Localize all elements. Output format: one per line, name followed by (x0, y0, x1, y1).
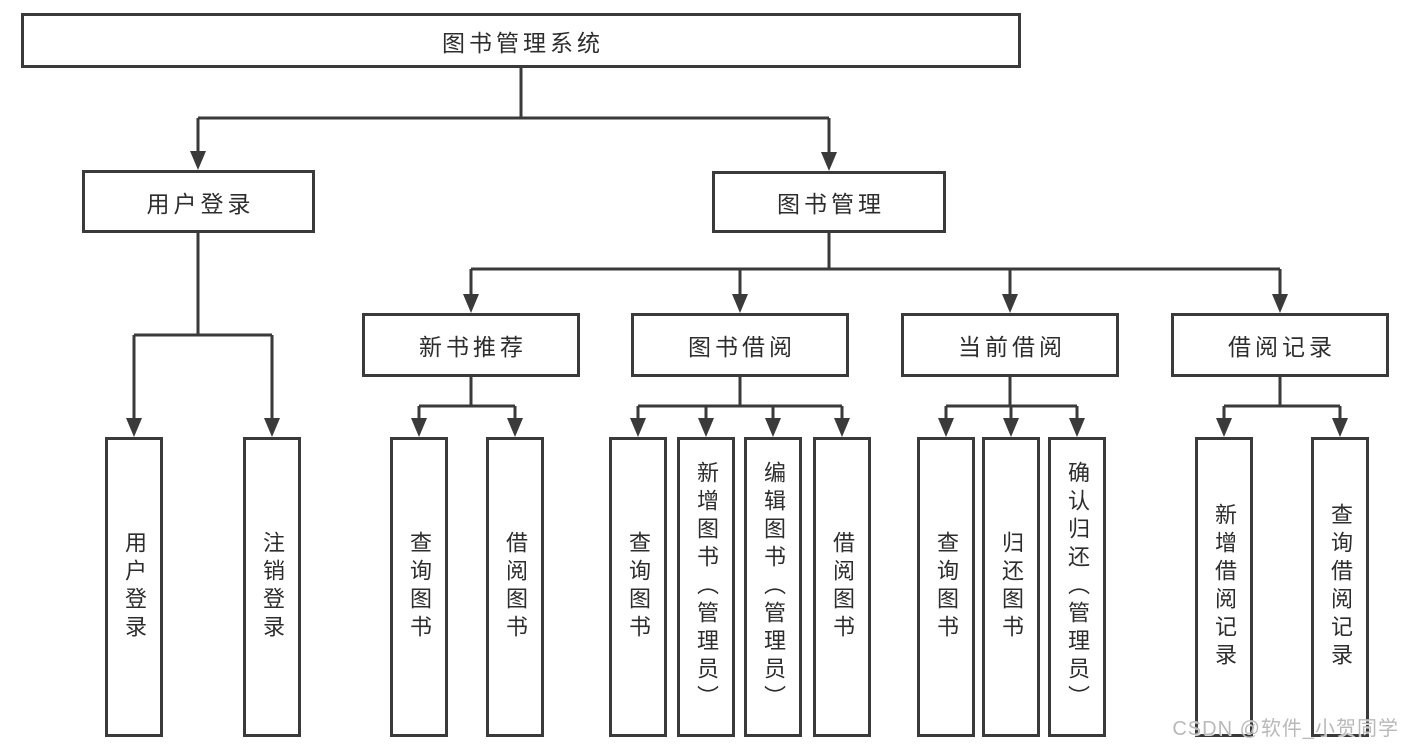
arrow-leaf-current-1 (938, 418, 954, 437)
connector-recommend-to-leaves (417, 377, 517, 425)
arrowheads (126, 151, 1348, 437)
arrow-leaf-borrow-4 (834, 418, 850, 437)
csdn-watermark: CSDN @软件_小贺同学 (1172, 718, 1399, 740)
arrow-user-login (190, 151, 206, 170)
arrow-leaf-current-2 (1003, 418, 1019, 437)
leaf-query-borrow-record: 查询借阅记录 (1311, 437, 1369, 737)
arrow-leaf-borrow-2 (698, 418, 714, 437)
leaf-user-login-label: 用户登录 (122, 531, 147, 643)
node-user-login-label: 用户登录 (146, 190, 255, 217)
leaf-add-borrow-record: 新增借阅记录 (1195, 437, 1253, 737)
leaf-recommend-query-books: 查询图书 (390, 437, 448, 737)
arrow-book-mgmt (821, 152, 837, 171)
node-book-borrow: 图书借阅 (631, 313, 849, 377)
leaf-borrow-query-books: 查询图书 (609, 437, 667, 737)
arrow-leaf-records-2 (1332, 418, 1348, 437)
arrow-leaf-borrow-3 (765, 418, 781, 437)
leaf-edit-book-admin-label: 编辑图书（管理员） (761, 461, 786, 713)
leaf-add-borrow-record-label: 新增借阅记录 (1212, 503, 1237, 671)
connector-root-to-level1 (196, 66, 831, 159)
arrow-leaf-login-1 (126, 418, 142, 437)
arrow-leaf-current-3 (1069, 418, 1085, 437)
leaf-borrow-books: 借阅图书 (813, 437, 871, 737)
connector-records-to-leaves (1222, 377, 1342, 425)
leaf-recommend-borrow-books: 借阅图书 (486, 437, 544, 737)
leaf-current-query-books-label: 查询图书 (934, 531, 959, 643)
node-book-mgmt: 图书管理 (712, 171, 946, 233)
leaf-add-book-admin-label: 新增图书（管理员） (694, 461, 719, 713)
leaf-current-query-books: 查询图书 (917, 437, 975, 737)
arrow-leaf-recommend-1 (411, 418, 427, 437)
node-borrow-records-label: 借阅记录 (1228, 334, 1336, 360)
arrow-leaf-borrow-1 (630, 418, 646, 437)
leaf-user-login: 用户登录 (105, 437, 163, 737)
arrow-borrow-records (1272, 294, 1288, 313)
node-root: 图书管理系统 (21, 13, 1021, 68)
node-root-label: 图书管理系统 (442, 29, 604, 56)
leaf-return-book: 归还图书 (982, 437, 1040, 737)
connector-borrow-to-leaves (636, 377, 844, 425)
node-borrow-records: 借阅记录 (1171, 313, 1389, 377)
leaf-edit-book-admin: 编辑图书（管理员） (744, 437, 802, 737)
leaf-query-borrow-record-label: 查询借阅记录 (1328, 503, 1353, 671)
node-current-borrow-label: 当前借阅 (958, 334, 1066, 360)
node-new-book-label: 新书推荐 (419, 334, 527, 360)
arrow-new-book (463, 294, 479, 313)
arrow-book-borrow (732, 294, 748, 313)
arrow-current-borrow (1002, 294, 1018, 313)
leaf-confirm-return-admin-label: 确认归还（管理员） (1065, 461, 1090, 713)
node-user-login: 用户登录 (82, 170, 315, 233)
leaf-confirm-return-admin: 确认归还（管理员） (1048, 437, 1106, 737)
leaf-logout-label: 注销登录 (260, 531, 285, 643)
connector-login-to-leaves (132, 233, 274, 425)
leaf-recommend-query-books-label: 查询图书 (407, 531, 432, 643)
leaf-borrow-books-label: 借阅图书 (830, 531, 855, 643)
arrow-leaf-login-2 (264, 418, 280, 437)
leaf-borrow-query-books-label: 查询图书 (626, 531, 651, 643)
node-book-mgmt-label: 图书管理 (777, 191, 885, 217)
arrow-leaf-records-1 (1216, 418, 1232, 437)
leaf-add-book-admin: 新增图书（管理员） (677, 437, 735, 737)
leaf-return-book-label: 归还图书 (999, 531, 1024, 643)
connector-mgmt-to-level2 (469, 233, 1282, 301)
arrow-leaf-recommend-2 (507, 418, 523, 437)
node-new-book-recommend: 新书推荐 (362, 313, 580, 377)
node-current-borrow: 当前借阅 (901, 313, 1119, 377)
connector-current-to-leaves (944, 377, 1079, 425)
leaf-logout: 注销登录 (243, 437, 301, 737)
leaf-recommend-borrow-books-label: 借阅图书 (503, 531, 528, 643)
node-book-borrow-label: 图书借阅 (688, 334, 796, 360)
